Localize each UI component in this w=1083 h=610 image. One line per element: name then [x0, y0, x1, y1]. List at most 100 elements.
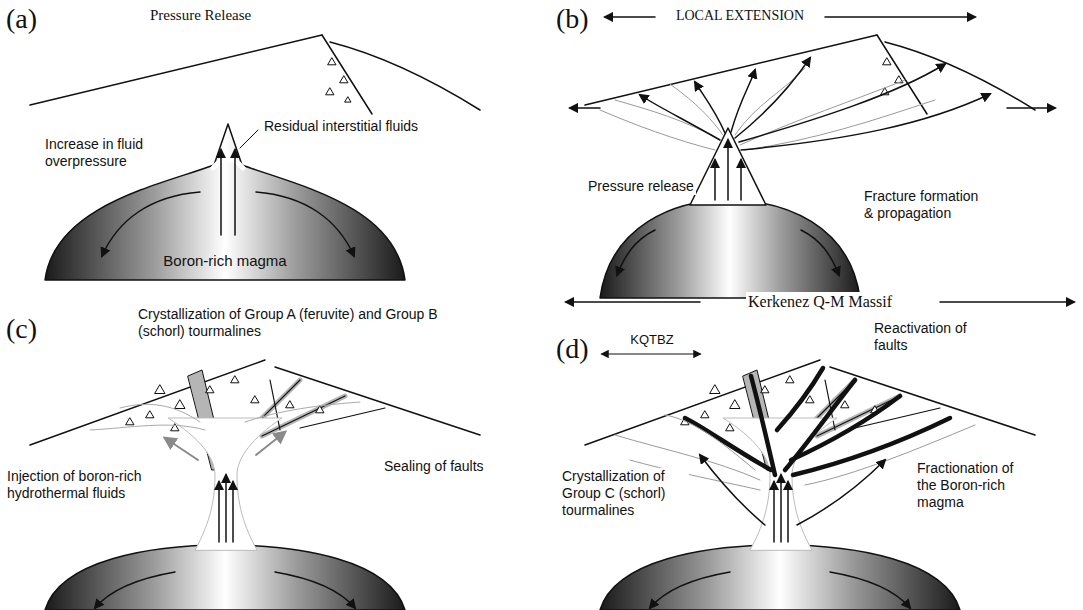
fluid-arrow	[740, 160, 742, 200]
panel-b	[570, 17, 1055, 298]
annotation: Fracture formation & propagation	[862, 188, 991, 222]
fracture-line	[615, 100, 720, 140]
annotation: Sealing of faults	[382, 458, 486, 475]
extension-arrow	[570, 107, 600, 109]
fluid-arrow	[797, 460, 885, 525]
annotation: Injection of boron-rich hydrothermal flu…	[5, 468, 169, 502]
convection-arrow	[95, 572, 175, 608]
fracture-line	[745, 100, 935, 150]
convection-arrow	[102, 192, 200, 256]
breccia-fragment	[345, 97, 351, 102]
fluid-arrow	[220, 150, 222, 235]
extension-label: LOCAL EXTENSION	[674, 8, 806, 25]
breccia-fragment	[251, 396, 259, 403]
breccia-fragment	[786, 376, 794, 383]
magma-chamber	[45, 124, 405, 280]
fluid-arrow	[727, 140, 729, 200]
annotation: Crystallization of Group C (schorl) tour…	[560, 468, 689, 518]
tourmaline-vein	[777, 368, 823, 430]
ground-surface	[330, 42, 480, 110]
zone-label: KQTBZ	[628, 332, 675, 348]
fluid-arrow	[773, 482, 775, 542]
annotation: Pressure Release	[150, 6, 251, 24]
breccia-fragment	[175, 400, 185, 409]
annotation: Reactivation of faults	[872, 320, 996, 354]
breccia-fragment	[328, 58, 336, 65]
breccia-fragment	[761, 386, 769, 393]
annotation: Pressure release	[586, 178, 696, 195]
convection-arrow	[830, 572, 910, 608]
tourmaline-vein	[685, 418, 771, 470]
annotation: Fractionation of the Boron-rich magma	[915, 460, 1034, 510]
breccia-fragment	[155, 385, 165, 394]
fluid-arrow	[787, 482, 789, 542]
fracture-line	[245, 402, 360, 422]
breccia-fragment	[126, 418, 134, 425]
fracture-line	[600, 110, 715, 150]
massif-label: Kerkenez Q-M Massif	[746, 292, 894, 311]
fracture-line	[665, 415, 755, 470]
fluid-arrow	[232, 482, 234, 542]
breccia-fragment	[146, 411, 154, 418]
injection-arrow	[165, 438, 198, 460]
panel-letter: (b)	[556, 2, 606, 36]
breccia-fragment	[883, 58, 891, 65]
convection-arrow	[617, 230, 655, 275]
fluid-conduit	[168, 418, 282, 550]
breccia-fragment	[710, 385, 720, 394]
convection-arrow	[801, 230, 839, 275]
magma-chamber	[600, 545, 960, 610]
fluid-arrow	[714, 160, 716, 200]
fracture-line	[90, 425, 205, 430]
fracture-arrow	[735, 58, 810, 138]
extension-arrow	[825, 16, 975, 18]
panel-letter: (c)	[6, 312, 56, 346]
panel-letter: (a)	[6, 2, 56, 36]
magma-chamber	[45, 545, 405, 610]
magma-label: Boron-rich magma	[145, 252, 305, 270]
breccia-fragment	[730, 400, 740, 409]
magma-chamber	[600, 200, 860, 298]
ground-surface	[30, 35, 322, 105]
fluid-cone	[690, 128, 766, 205]
annotation: Increase in fluid overpressure	[45, 136, 170, 170]
leader-line	[240, 130, 258, 148]
fluid-arrow	[218, 482, 220, 542]
tourmaline-vein	[791, 396, 900, 460]
extension-arrow	[605, 16, 655, 18]
fluid-arrow	[700, 455, 765, 525]
zone-arrow	[602, 353, 700, 354]
breccia-fragment	[316, 406, 324, 413]
injection-arrow	[256, 432, 285, 455]
breccia-fragment	[340, 76, 348, 83]
convection-arrow	[256, 192, 354, 256]
breccia-fragment	[806, 396, 814, 403]
fracture-arrow	[731, 70, 755, 132]
annotation: Crystallization of Group A (feruvite) an…	[138, 306, 488, 340]
fluid-arrow	[225, 475, 227, 542]
extent-arrow	[566, 301, 700, 303]
panel-letter: (d)	[556, 332, 606, 366]
fracture-line	[120, 404, 200, 422]
fracture-arrow	[695, 82, 725, 133]
convection-arrow	[650, 572, 730, 608]
ground-surface	[885, 42, 1035, 110]
residual-fluids	[213, 159, 243, 168]
panel-a	[30, 35, 480, 280]
fluid-arrow	[234, 150, 236, 235]
breccia-fragment	[701, 411, 709, 418]
fracture-arrow	[741, 94, 990, 150]
breccia-fragment	[231, 376, 239, 383]
breccia-fragment	[841, 401, 849, 408]
fluid-conduit	[723, 418, 837, 550]
extent-arrow	[940, 301, 1074, 303]
breccia-fragment	[326, 88, 334, 95]
fracture-arrow	[739, 64, 945, 142]
convection-arrow	[275, 572, 355, 608]
fluid-arrow	[780, 475, 782, 542]
fault-line	[300, 408, 385, 428]
breccia-fragment	[206, 386, 214, 393]
extension-arrow	[1007, 107, 1055, 109]
